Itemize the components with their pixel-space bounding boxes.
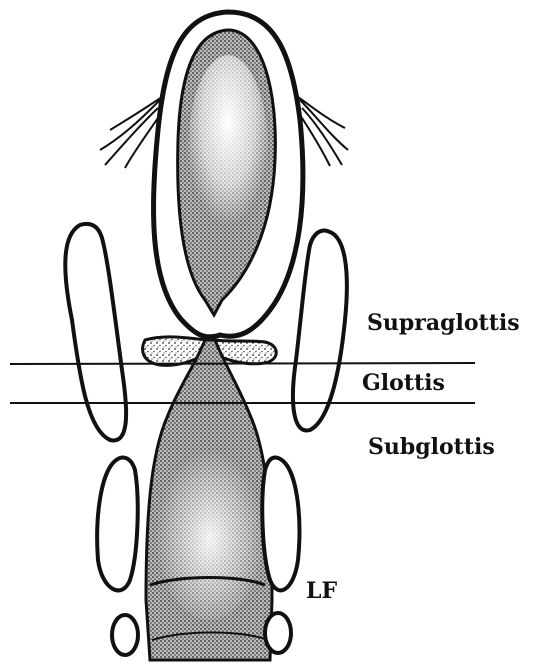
glottis-label: Glottis [362,372,445,394]
left-false-cord [65,224,126,441]
right-false-cord [293,231,347,431]
right-lateral-structure [262,458,299,591]
upper-level-line [10,363,475,364]
right-bottom-ring [265,613,291,653]
left-lateral-structure [97,458,138,591]
subglottis-label: Subglottis [368,436,495,458]
lf-label: LF [306,580,337,602]
left-bottom-ring [112,615,138,655]
supraglottis-label: Supraglottis [367,312,520,334]
